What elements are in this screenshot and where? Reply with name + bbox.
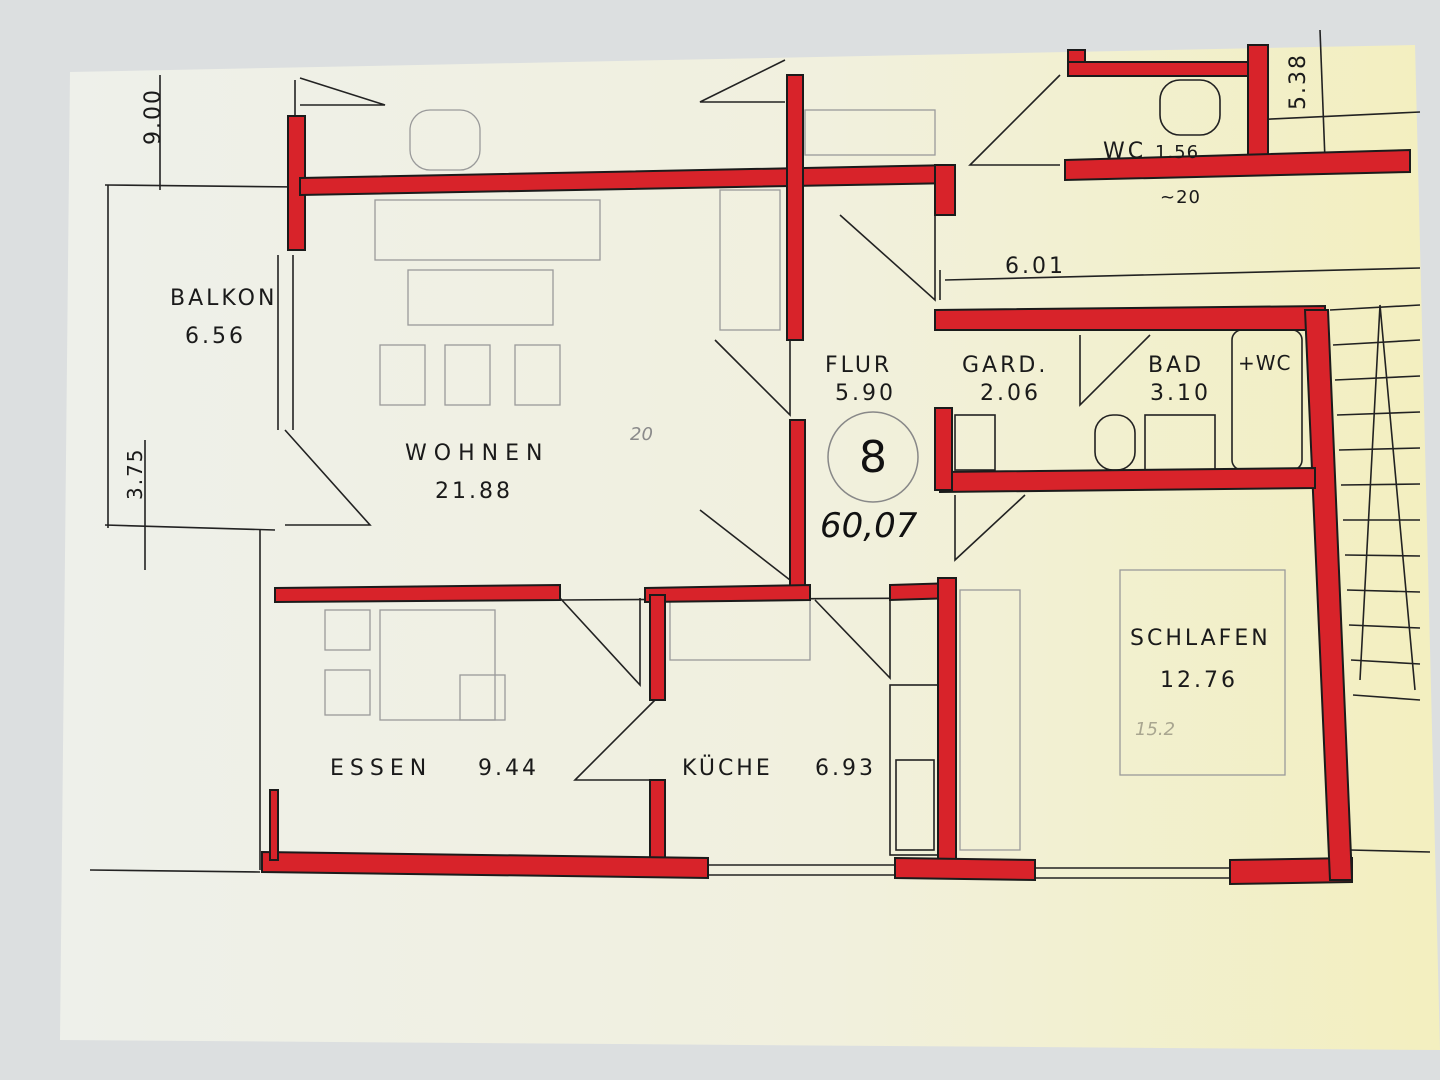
paper-sheet xyxy=(60,45,1440,1050)
room-name-bad-wc: +WC xyxy=(1238,351,1292,375)
room-name-schlafen: SCHLAFEN xyxy=(1130,626,1271,651)
dimension-labels: 9.00 3.75 5.38 6.01 ~20 xyxy=(123,53,1311,500)
total-area: 60,07 xyxy=(820,506,918,546)
room-name-kueche: KÜCHE xyxy=(682,755,773,781)
room-name-balkon: BALKON xyxy=(170,286,277,311)
room-name-gard: GARD. xyxy=(962,353,1048,378)
room-area-wc: 1.56 xyxy=(1155,142,1199,163)
room-area-bad: 3.10 xyxy=(1150,381,1211,406)
room-area-balkon: 6.56 xyxy=(185,324,246,349)
room-area-schlafen: 12.76 xyxy=(1160,668,1238,693)
walls xyxy=(261,44,1411,886)
dimension-hall: 6.01 xyxy=(1005,254,1066,279)
room-area-gard: 2.06 xyxy=(980,381,1041,406)
room-area-essen: 9.44 xyxy=(478,756,539,781)
pencil-note-wohnen: 20 xyxy=(630,424,653,445)
unit-number-circle xyxy=(827,411,919,503)
dimension-wall-thickness: ~20 xyxy=(1160,187,1201,208)
pencil-note-schlafen: 15.2 xyxy=(1135,719,1175,740)
room-area-flur: 5.90 xyxy=(835,381,896,406)
unit-number: 8 xyxy=(859,432,887,483)
room-name-flur: FLUR xyxy=(825,353,892,378)
room-name-essen: ESSEN xyxy=(330,756,432,781)
room-area-kueche: 6.93 xyxy=(815,756,876,781)
room-labels: BALKON 6.56 WOHNEN 21.88 ESSEN 9.44 KÜCH… xyxy=(170,139,1292,781)
room-name-bad: BAD xyxy=(1148,353,1204,378)
room-name-wc: WC xyxy=(1103,139,1146,164)
dimension-left: 3.75 xyxy=(123,447,147,500)
room-name-wohnen: WOHNEN xyxy=(405,441,549,466)
room-area-wohnen: 21.88 xyxy=(435,479,513,504)
dimension-top-left: 9.00 xyxy=(141,88,166,145)
dimension-top-right: 5.38 xyxy=(1286,53,1311,110)
staircase xyxy=(1329,304,1431,853)
